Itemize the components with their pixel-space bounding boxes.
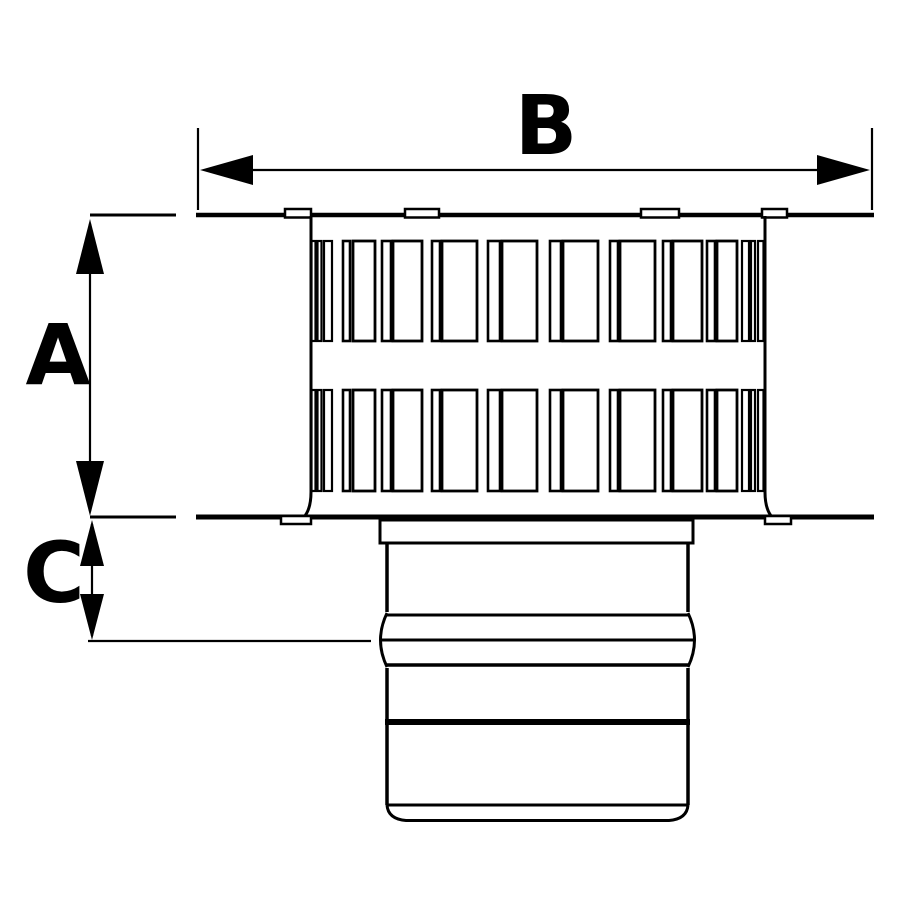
louver-slot [351,388,377,493]
louver-slat-edge [608,239,620,343]
louver-edge-strip [756,239,765,343]
louver-edge-strip [316,239,323,343]
louver-slat-edge [661,239,673,343]
louver-body-left-edge [302,216,313,518]
cap-top-flange-tab [639,207,681,219]
dimension-label-b: B [514,79,578,174]
louver-slot [561,388,600,493]
louver-edge-strip [749,239,757,343]
louver-slot [440,239,479,343]
pipe-bottom-rim [385,804,690,822]
louver-slot [500,388,539,493]
louver-edge-strip [322,388,334,493]
dimension-label-c: C [23,524,85,622]
louver-slat-edge [705,388,717,493]
cap-top-flange-tab [760,207,789,219]
louver-slot [715,239,739,343]
louver-slat-edge [486,388,502,493]
louver-slat-edge [380,388,393,493]
louver-slot [500,239,539,343]
cap-bottom-flange-tab [279,514,313,526]
louver-edge-strip [749,388,757,493]
louver-slat-edge [341,239,352,343]
dimension-c-arrowhead [80,520,104,566]
louver-slat-edge [430,239,442,343]
louver-slat-edge [661,388,673,493]
louver-slat-edge [705,239,717,343]
louver-slot [618,239,657,343]
louver-slot [671,388,704,493]
louver-edge-strip [740,388,751,493]
louver-edge-strip [740,239,751,343]
louver-slot [440,388,479,493]
louver-slot [715,388,739,493]
dimension-b-arrowhead [200,155,253,185]
louver-slat-edge [548,388,563,493]
louver-edge-strip [322,239,334,343]
dimension-label-a: A [25,306,91,404]
louver-body-right-edge [763,216,774,518]
cap-bottom-flange-tab [763,514,793,526]
louver-slot [561,239,600,343]
louver-slat-edge [341,388,352,493]
louver-slot [391,388,424,493]
louver-slot [671,239,704,343]
louver-slat-edge [486,239,502,343]
dimension-a-arrowhead [76,219,104,274]
pipe-collar [378,518,695,545]
louver-edge-strip [310,239,317,343]
louver-slat-edge [608,388,620,493]
louver-edge-strip [310,388,317,493]
dimension-a-arrowhead [76,461,104,516]
cap-top-flange-tab [403,207,441,219]
dimension-b-arrowhead [817,155,870,185]
cap-top-flange-tab [283,207,313,219]
louver-slot [618,388,657,493]
louver-slat-edge [380,239,393,343]
louver-slot [391,239,424,343]
louver-edge-strip [316,388,323,493]
louver-edge-strip [756,388,765,493]
louver-slat-edge [548,239,563,343]
dimension-c-arrowhead [80,594,104,640]
louver-slot [351,239,377,343]
louver-slat-edge [430,388,442,493]
